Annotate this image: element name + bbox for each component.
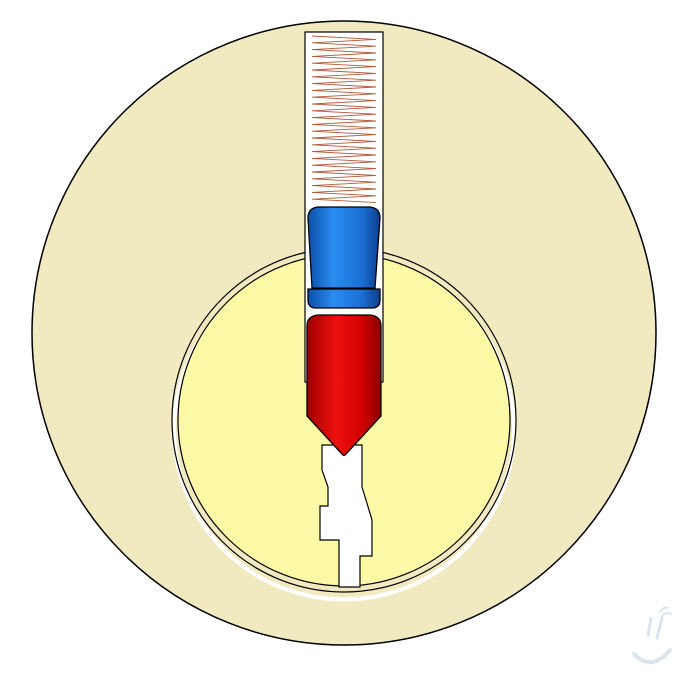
driver-pin-base — [307, 288, 381, 309]
keyway — [319, 444, 373, 588]
spring — [311, 35, 377, 204]
spring-coil — [311, 35, 377, 204]
watermark-logo — [632, 606, 672, 664]
key-pin — [306, 314, 382, 457]
driver-pin — [307, 206, 381, 289]
